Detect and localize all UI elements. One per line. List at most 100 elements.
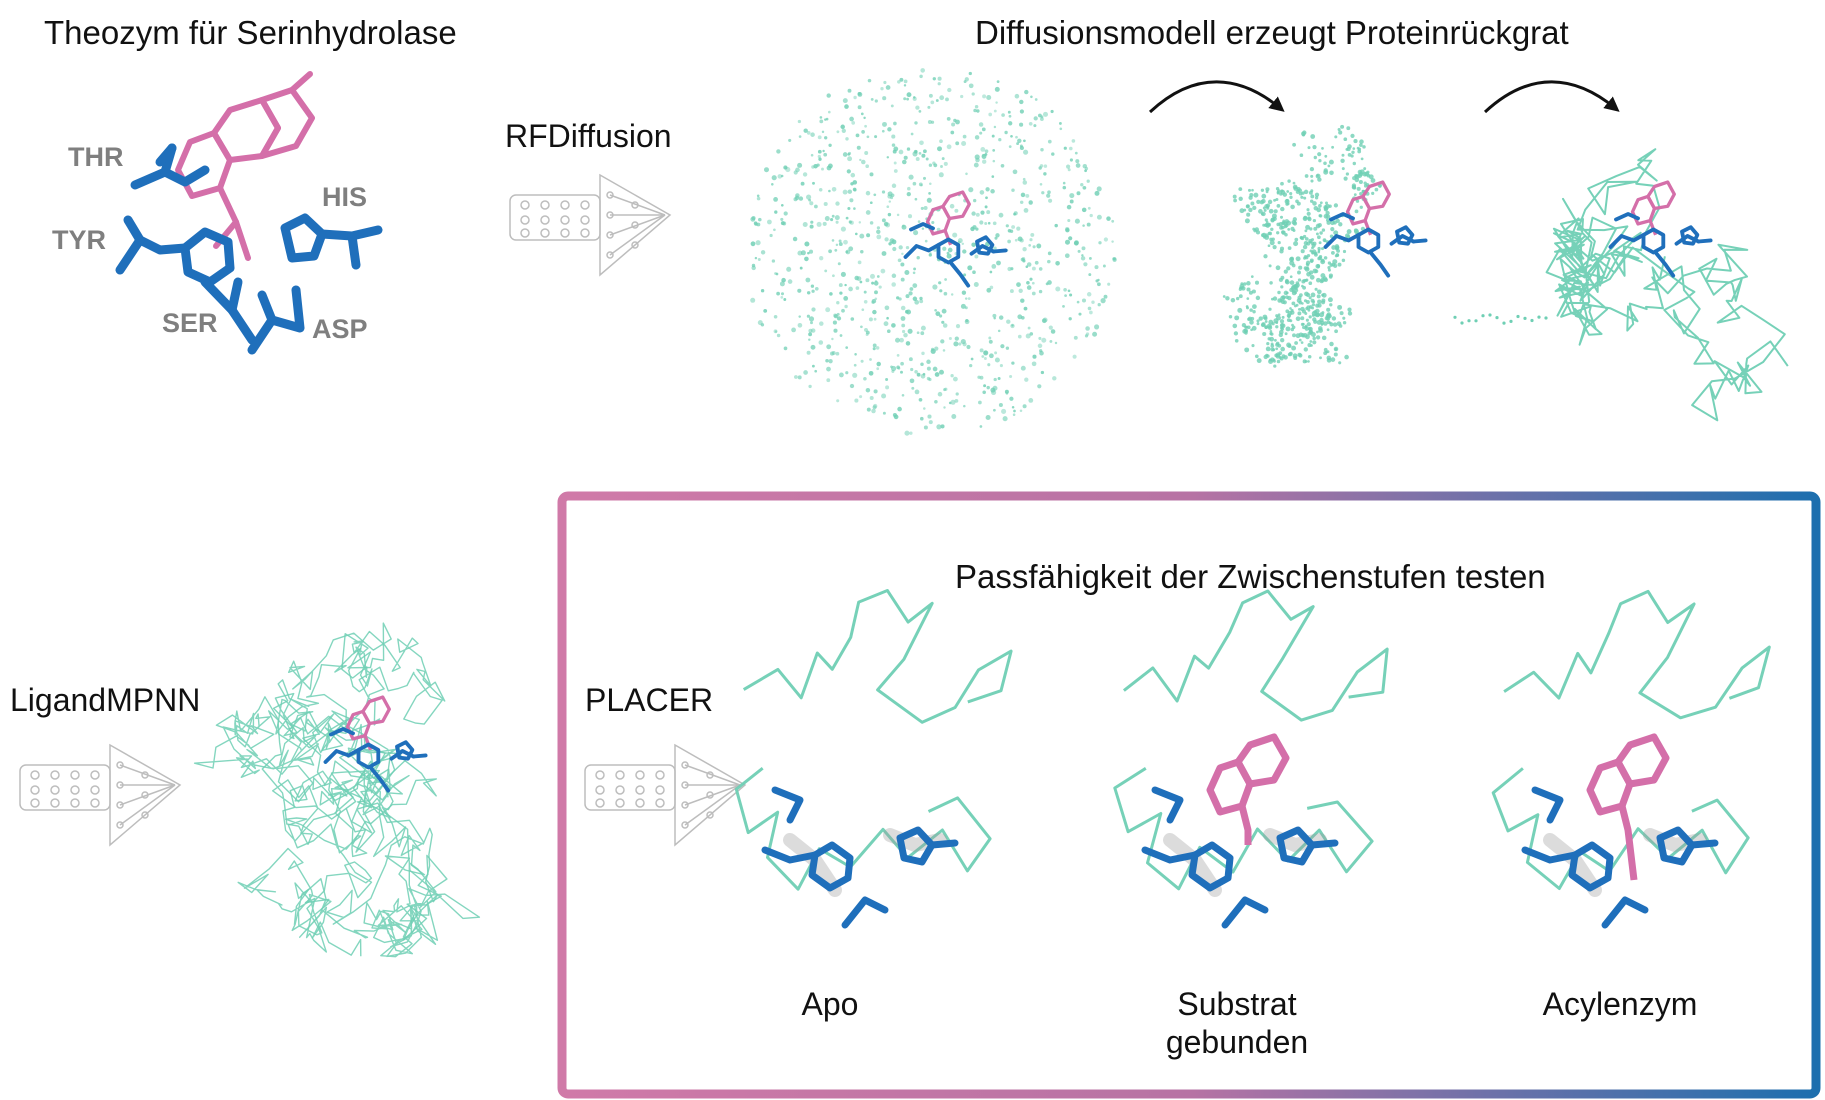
partial-backbone-point [1264, 320, 1268, 323]
noise-point [920, 206, 924, 210]
partial-backbone-point [1284, 332, 1288, 336]
partial-backbone-point [1337, 262, 1342, 267]
noise-point [914, 197, 918, 201]
partial-backbone-point [1305, 224, 1311, 230]
noise-point [988, 339, 993, 344]
partial-backbone-point [1232, 194, 1237, 199]
noise-point [921, 351, 925, 356]
partial-backbone-point [1481, 314, 1485, 318]
partial-backbone-point [1250, 201, 1255, 206]
noise-point [974, 154, 980, 160]
noise-point [998, 402, 1003, 408]
noise-point [1059, 127, 1063, 131]
noise-point [805, 277, 811, 283]
noise-point [946, 144, 952, 150]
partial-backbone-point [1280, 285, 1284, 289]
state-label-substrate: Substrat gebunden [1127, 985, 1347, 1061]
noise-point [1068, 317, 1072, 321]
noise-point [905, 245, 910, 250]
noise-point [876, 229, 881, 235]
noise-point [969, 363, 973, 368]
noise-point [831, 239, 835, 242]
noise-point [932, 77, 936, 81]
noise-point [977, 375, 981, 379]
noise-point [810, 344, 816, 350]
noise-point [842, 152, 848, 157]
noise-point [808, 198, 812, 202]
noise-point [937, 391, 943, 397]
partial-backbone-point [1309, 274, 1315, 280]
noise-point [906, 147, 911, 151]
partial-backbone-point [1327, 164, 1331, 168]
active-site-residues [903, 222, 1008, 288]
partial-backbone-point [1234, 338, 1239, 343]
noise-point [886, 156, 890, 159]
partial-backbone-point [1267, 199, 1273, 205]
noise-point [986, 94, 992, 101]
noise-point [869, 172, 874, 177]
noise-point [916, 331, 920, 335]
noise-point [1076, 191, 1081, 196]
noise-point [968, 187, 974, 193]
noise-point [783, 346, 788, 351]
active-site-residues [1323, 212, 1428, 278]
noise-point [814, 204, 818, 209]
state-label-acyl: Acylenzym [1542, 986, 1698, 1022]
partial-backbone-point [1338, 361, 1342, 365]
partial-backbone-point [1277, 313, 1281, 317]
noise-point [1080, 183, 1084, 187]
partial-backbone-point [1308, 327, 1312, 331]
noise-point [947, 87, 952, 93]
noise-point [798, 315, 801, 318]
noise-point [963, 273, 967, 277]
noise-point [818, 188, 823, 192]
noise-point [814, 286, 819, 291]
noise-point [1089, 310, 1093, 315]
noise-point [901, 323, 906, 328]
partial-backbone-point [1346, 234, 1351, 239]
noise-point [843, 239, 848, 245]
noise-point [828, 249, 832, 254]
partial-backbone-point [1327, 268, 1331, 272]
noise-point [874, 99, 878, 103]
noise-point [1038, 336, 1042, 340]
partial-backbone-point [1340, 124, 1345, 129]
partial-backbone-point [1315, 277, 1321, 283]
partial-backbone-point [1356, 146, 1360, 150]
noise-point [764, 167, 769, 173]
partial-backbone-point [1334, 254, 1338, 258]
noise-point [1019, 200, 1024, 205]
partial-backbone-point [1267, 244, 1271, 248]
partial-backbone-point [1238, 187, 1243, 192]
noise-point [846, 169, 851, 174]
noise-point [756, 196, 761, 201]
partial-backbone-point [1306, 211, 1311, 216]
noise-point [1094, 190, 1100, 196]
noise-point [938, 172, 944, 178]
noise-point [1062, 305, 1065, 308]
noise-point [976, 109, 980, 113]
partial-backbone-point [1364, 171, 1370, 177]
noise-point [1012, 413, 1016, 416]
partial-backbone-point [1281, 230, 1285, 234]
partial-backbone-point [1359, 139, 1364, 144]
noise-point [755, 240, 761, 246]
noise-point [1095, 279, 1099, 283]
noise-point [845, 249, 851, 255]
noise-point [915, 105, 920, 110]
noise-point [891, 282, 896, 287]
noise-point [1010, 323, 1015, 329]
noise-point [840, 226, 846, 232]
noise-point [857, 91, 862, 96]
noise-point [797, 322, 803, 328]
partial-backbone-point [1495, 316, 1499, 320]
noise-point [983, 384, 987, 388]
partial-backbone-point [1265, 346, 1271, 352]
noise-point [907, 214, 913, 219]
noise-point [866, 233, 871, 238]
partial-backbone-point [1294, 237, 1299, 242]
noise-point [997, 329, 1001, 333]
noise-point [943, 291, 948, 296]
partial-backbone-point [1298, 308, 1301, 311]
partial-backbone-point [1316, 174, 1319, 177]
